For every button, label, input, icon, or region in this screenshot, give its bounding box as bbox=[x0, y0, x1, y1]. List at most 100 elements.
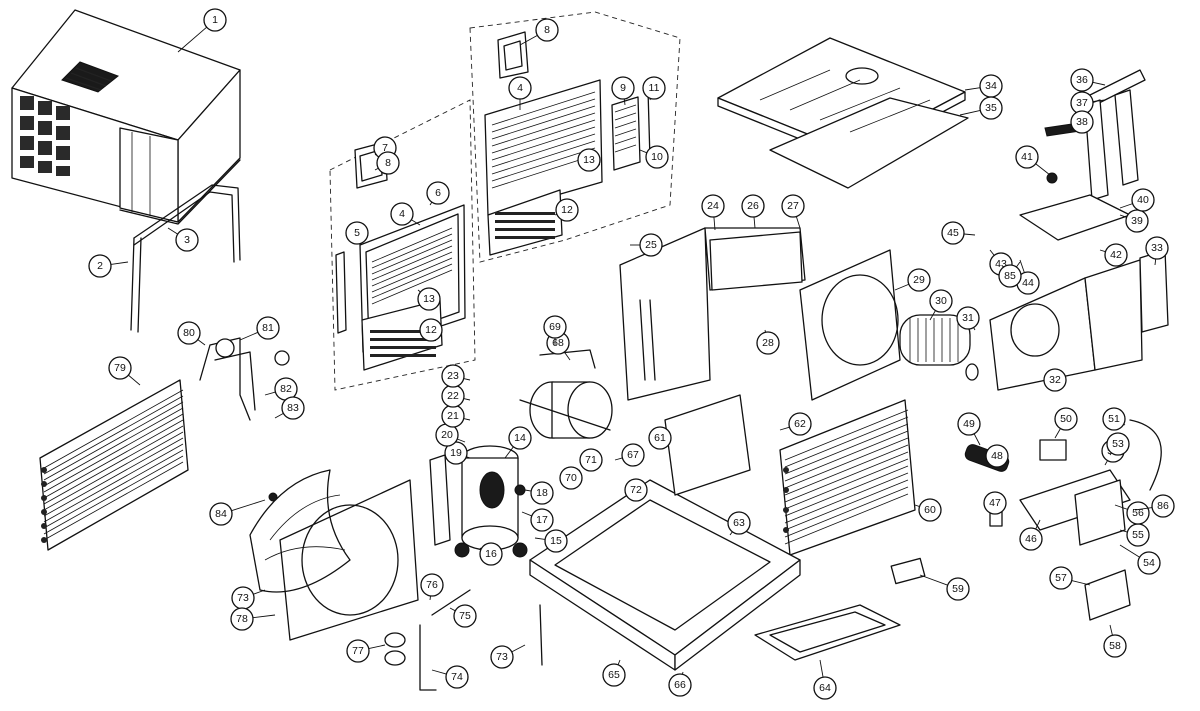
callout-number: 53 bbox=[1112, 438, 1124, 450]
callout-circle bbox=[1103, 634, 1127, 658]
callout-circle bbox=[1043, 368, 1067, 392]
callout-32: 32 bbox=[1043, 368, 1067, 392]
callout-leader-line bbox=[463, 378, 471, 381]
callout-circle bbox=[345, 221, 369, 245]
callout-4: 4 bbox=[508, 76, 532, 110]
callout-leader-line bbox=[1104, 460, 1108, 466]
callout-leader-line bbox=[511, 644, 526, 653]
callout-leader-line bbox=[231, 499, 266, 512]
callout-layer: 1234456788910111212131314151617181920212… bbox=[88, 8, 1175, 700]
callout-circle bbox=[577, 148, 601, 172]
callout-leader-line bbox=[959, 109, 981, 116]
callout-leader-line bbox=[639, 149, 647, 154]
callout-number: 80 bbox=[183, 327, 195, 339]
callout-circle bbox=[453, 604, 477, 628]
callout-circle bbox=[1070, 110, 1094, 134]
callout-number: 47 bbox=[989, 497, 1001, 509]
callout-66: 66 bbox=[668, 671, 692, 697]
callout-number: 65 bbox=[608, 669, 620, 681]
callout-circle bbox=[941, 221, 965, 245]
callout-80: 80 bbox=[177, 321, 206, 346]
callout-8: 8 bbox=[519, 18, 559, 46]
callout-65: 65 bbox=[602, 659, 626, 687]
callout-number: 76 bbox=[426, 579, 438, 591]
callout-circle bbox=[1054, 407, 1078, 431]
callout-67: 67 bbox=[614, 443, 645, 467]
callout-number: 81 bbox=[262, 322, 274, 334]
callout-leader-line bbox=[1019, 259, 1025, 273]
callout-leader-line bbox=[521, 511, 532, 517]
callout-number: 22 bbox=[447, 390, 459, 402]
callout-5: 5 bbox=[345, 221, 369, 246]
callout-82: 82 bbox=[264, 377, 298, 401]
callout-leader-line bbox=[989, 249, 995, 256]
callout-number: 15 bbox=[550, 535, 562, 547]
callout-circle bbox=[998, 264, 1022, 288]
callout-41: 41 bbox=[1015, 145, 1051, 176]
callout-number: 84 bbox=[215, 508, 227, 520]
callout-leader-line bbox=[1134, 507, 1153, 511]
callout-leader-line bbox=[779, 426, 790, 431]
callout-8: 8 bbox=[374, 151, 400, 175]
callout-circle bbox=[918, 498, 942, 522]
callout-circle bbox=[426, 181, 450, 205]
callout-circle bbox=[203, 8, 227, 32]
fan-shroud-part bbox=[799, 249, 979, 401]
callout-leader-line bbox=[1071, 580, 1091, 586]
callout-18: 18 bbox=[524, 481, 554, 505]
callout-circle bbox=[1151, 494, 1175, 518]
callout-circle bbox=[1145, 236, 1169, 260]
callout-circle bbox=[559, 466, 583, 490]
callout-circle bbox=[441, 364, 465, 388]
callout-33: 33 bbox=[1145, 236, 1169, 266]
callout-leader-line bbox=[729, 531, 733, 536]
callout-circle bbox=[543, 315, 567, 339]
callout-number: 26 bbox=[747, 200, 759, 212]
callout-number: 13 bbox=[583, 154, 595, 166]
callout-number: 56 bbox=[1132, 507, 1144, 519]
callout-circle bbox=[1125, 209, 1149, 233]
callout-number: 60 bbox=[924, 504, 936, 516]
callout-79: 79 bbox=[108, 356, 141, 386]
evaporator-coil bbox=[779, 399, 916, 556]
callout-circle bbox=[907, 268, 931, 292]
callout-number: 35 bbox=[985, 102, 997, 114]
callout-77: 77 bbox=[346, 639, 386, 663]
callout-76: 76 bbox=[420, 573, 444, 601]
callout-number: 25 bbox=[645, 239, 657, 251]
callout-16: 16 bbox=[479, 542, 503, 566]
callout-leader-line bbox=[368, 644, 386, 650]
callout-37: 37 bbox=[1070, 91, 1106, 115]
callout-leader-line bbox=[973, 433, 981, 446]
callout-number: 18 bbox=[536, 487, 548, 499]
callout-24: 24 bbox=[701, 194, 725, 231]
callout-63: 63 bbox=[727, 511, 751, 536]
callout-leader-line bbox=[894, 283, 910, 291]
callout-circle bbox=[419, 318, 443, 342]
callout-leader-line bbox=[519, 34, 538, 46]
callout-circle bbox=[417, 287, 441, 311]
callout-2: 2 bbox=[88, 254, 129, 278]
callout-number: 21 bbox=[447, 410, 459, 422]
callout-86: 86 bbox=[1134, 494, 1175, 518]
callout-leader-line bbox=[614, 457, 623, 461]
callout-number: 12 bbox=[561, 204, 573, 216]
callout-leader-line bbox=[713, 216, 716, 231]
callout-number: 1 bbox=[212, 14, 218, 26]
callout-number: 39 bbox=[1131, 215, 1143, 227]
callout-circle bbox=[701, 194, 725, 218]
callout-circle bbox=[956, 306, 980, 330]
callout-leader-line bbox=[1092, 99, 1106, 103]
callout-26: 26 bbox=[741, 194, 765, 229]
callout-number: 3 bbox=[184, 234, 190, 246]
callout-3: 3 bbox=[167, 227, 199, 252]
control-panel-parts bbox=[1019, 69, 1146, 241]
callout-leader-line bbox=[463, 398, 471, 401]
callout-number: 67 bbox=[627, 449, 639, 461]
callout-leader-line bbox=[753, 216, 756, 229]
callout-number: 8 bbox=[385, 157, 391, 169]
callout-56: 56 bbox=[1114, 501, 1150, 525]
callout-14: 14 bbox=[504, 426, 532, 459]
callout-leader-line bbox=[929, 310, 936, 321]
